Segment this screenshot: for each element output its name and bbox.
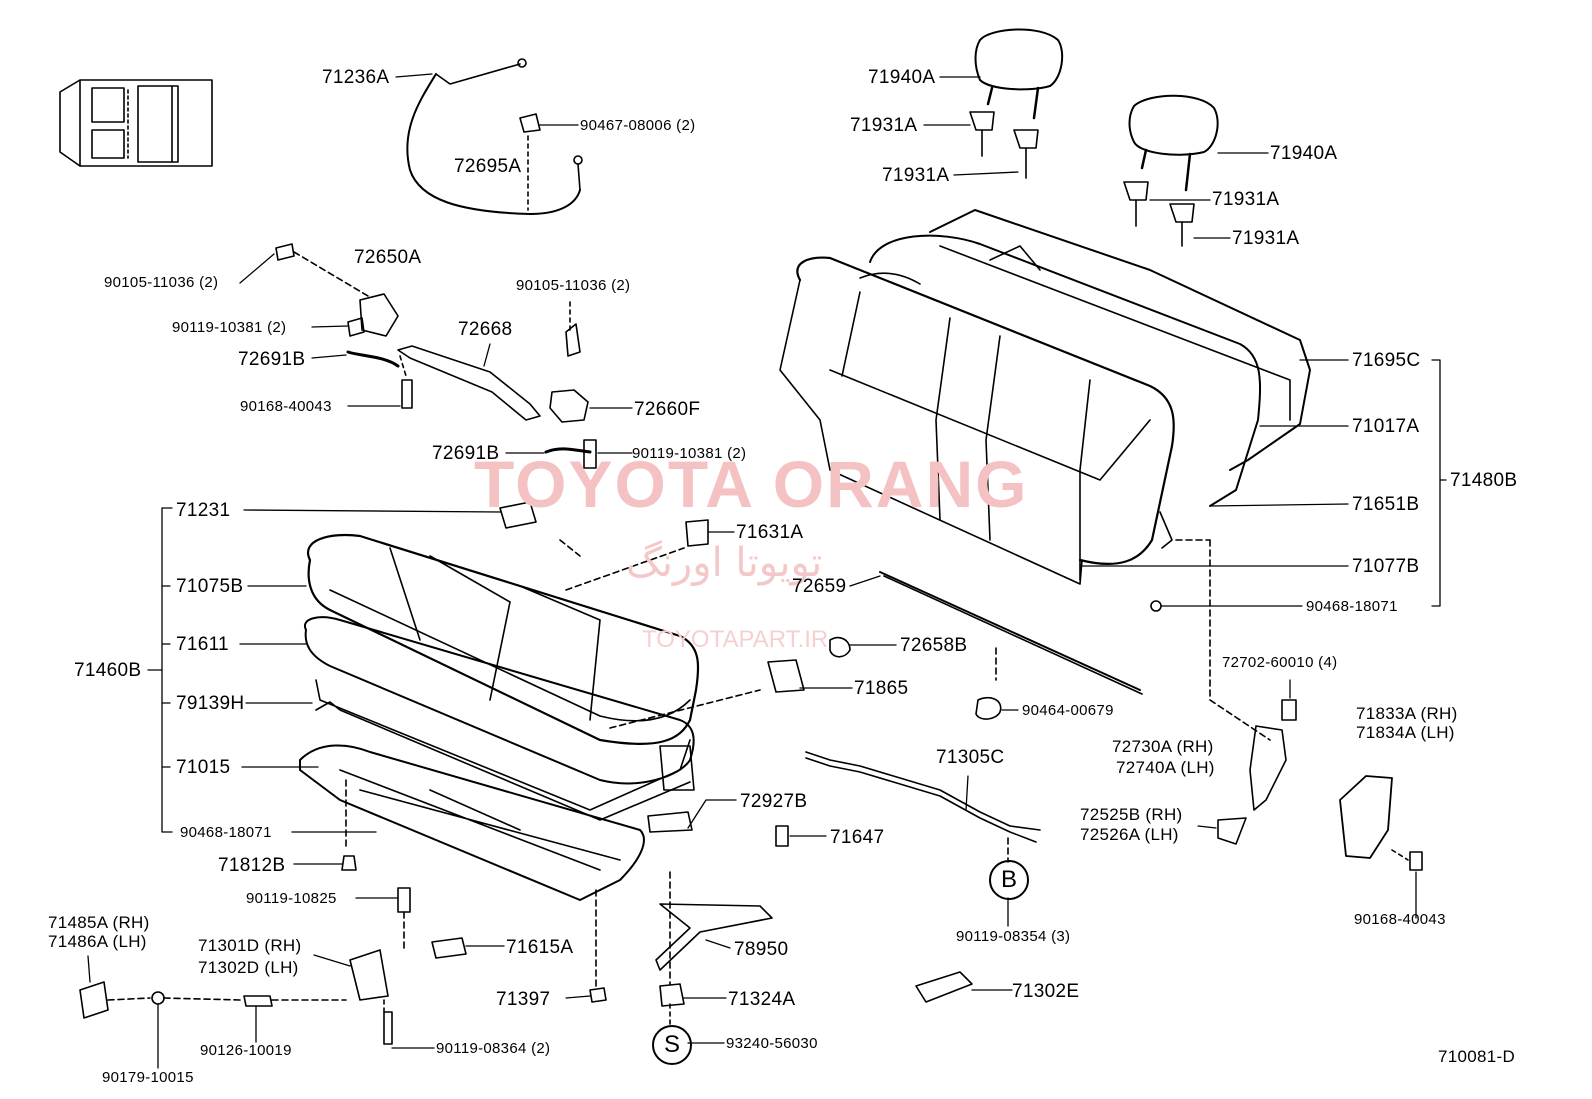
part-label[interactable]: 93240-56030 [726, 1035, 818, 1052]
part-label[interactable]: 71931A [850, 115, 918, 136]
part-label[interactable]: 71833A (RH) [1356, 704, 1458, 723]
part-label[interactable]: 72650A [354, 247, 422, 268]
part-label[interactable]: 71834A (LH) [1356, 723, 1455, 742]
part-label[interactable]: 71015 [176, 757, 231, 778]
part-label[interactable]: 71302E [1012, 981, 1080, 1002]
headrest-drawings [969, 28, 1219, 247]
part-label[interactable]: 71077B [1352, 556, 1420, 577]
seatback-assembly-drawing [779, 209, 1311, 741]
part-label[interactable]: 90468-18071 [180, 824, 272, 841]
part-label[interactable]: 71236A [322, 67, 390, 88]
part-label[interactable]: 71305C [936, 747, 1005, 768]
part-label[interactable]: 71931A [1232, 228, 1300, 249]
part-label[interactable]: 71486A (LH) [48, 932, 147, 951]
part-label[interactable]: 71075B [176, 576, 244, 597]
part-label[interactable]: 71631A [736, 522, 804, 543]
part-label[interactable]: 90467-08006 (2) [580, 117, 696, 134]
part-label[interactable]: 90464-00679 [1022, 702, 1114, 719]
small-parts-drawings [79, 501, 1423, 1045]
part-label[interactable]: 71460B [74, 660, 142, 681]
symbol-b-circle: B [989, 860, 1029, 900]
part-label[interactable]: 71931A [1212, 189, 1280, 210]
part-label[interactable]: 71931A [882, 165, 950, 186]
watermark-arabic: تویوتا اورنگ [626, 540, 823, 586]
part-label[interactable]: 71615A [506, 937, 574, 958]
part-label[interactable]: 90119-10825 [246, 890, 337, 907]
part-label[interactable]: 71647 [830, 827, 885, 848]
part-label[interactable]: 72525B (RH) [1080, 805, 1183, 824]
part-label[interactable]: 72740A (LH) [1116, 758, 1215, 777]
part-label[interactable]: 71324A [728, 989, 796, 1010]
part-label[interactable]: 71695C [1352, 350, 1421, 371]
part-label[interactable]: 72658B [900, 635, 968, 656]
part-label[interactable]: 90168-40043 [1354, 911, 1446, 928]
part-label[interactable]: 72730A (RH) [1112, 737, 1214, 756]
part-label[interactable]: 72526A (LH) [1080, 825, 1179, 844]
part-label[interactable]: 71812B [218, 855, 286, 876]
part-label[interactable]: 90105-11036 (2) [516, 277, 631, 294]
part-label[interactable]: 90119-10381 (2) [172, 319, 287, 336]
part-label[interactable]: 71940A [1270, 143, 1338, 164]
part-label[interactable]: 90119-08364 (2) [436, 1040, 551, 1057]
part-label[interactable]: 72691B [432, 443, 500, 464]
part-label[interactable]: 71651B [1352, 494, 1420, 515]
part-label[interactable]: 90179-10015 [102, 1069, 194, 1086]
part-label[interactable]: 90126-10019 [200, 1042, 292, 1059]
part-label[interactable]: 78950 [734, 939, 789, 960]
part-label[interactable]: 79139H [176, 693, 245, 714]
part-label[interactable]: 72695A [454, 156, 522, 177]
part-label[interactable]: 90468-18071 [1306, 598, 1398, 615]
part-label[interactable]: 72927B [740, 791, 808, 812]
part-label[interactable]: 71611 [176, 634, 229, 655]
part-label[interactable]: 90119-08354 (3) [956, 928, 1071, 945]
part-label[interactable]: 71301D (RH) [198, 936, 302, 955]
part-label[interactable]: 72660F [634, 399, 701, 420]
lock-hinge-parts-drawing [275, 243, 597, 469]
part-label[interactable]: 71302D (LH) [198, 958, 299, 977]
part-label[interactable]: 71017A [1352, 416, 1420, 437]
vehicle-location-thumbnail [59, 79, 213, 167]
release-cable-drawing [406, 58, 583, 215]
part-label[interactable]: 72668 [458, 319, 513, 340]
part-label[interactable]: 71480B [1450, 470, 1518, 491]
part-label[interactable]: 71397 [496, 989, 551, 1010]
part-label[interactable]: 71865 [854, 678, 909, 699]
part-label[interactable]: 90119-10381 (2) [632, 445, 747, 462]
part-label[interactable]: 71940A [868, 67, 936, 88]
part-label[interactable]: 71485A (RH) [48, 913, 150, 932]
part-label[interactable]: 72691B [238, 349, 306, 370]
watermark-url: TOYOTAPART.IR [642, 626, 829, 653]
part-label[interactable]: 90105-11036 (2) [104, 274, 219, 291]
diagram-code: 710081-D [1438, 1047, 1516, 1066]
leader-lines [87, 73, 1447, 1069]
part-label[interactable]: 71231 [176, 500, 231, 521]
seat-cushion-assembly-drawing [299, 533, 761, 991]
symbol-s-circle: S [652, 1025, 692, 1065]
part-label[interactable]: 72702-60010 (4) [1222, 654, 1338, 671]
part-label[interactable]: 72659 [792, 576, 847, 597]
watermark-brand: TOYOTA ORANG [474, 447, 1029, 521]
part-label[interactable]: 90168-40043 [240, 398, 332, 415]
